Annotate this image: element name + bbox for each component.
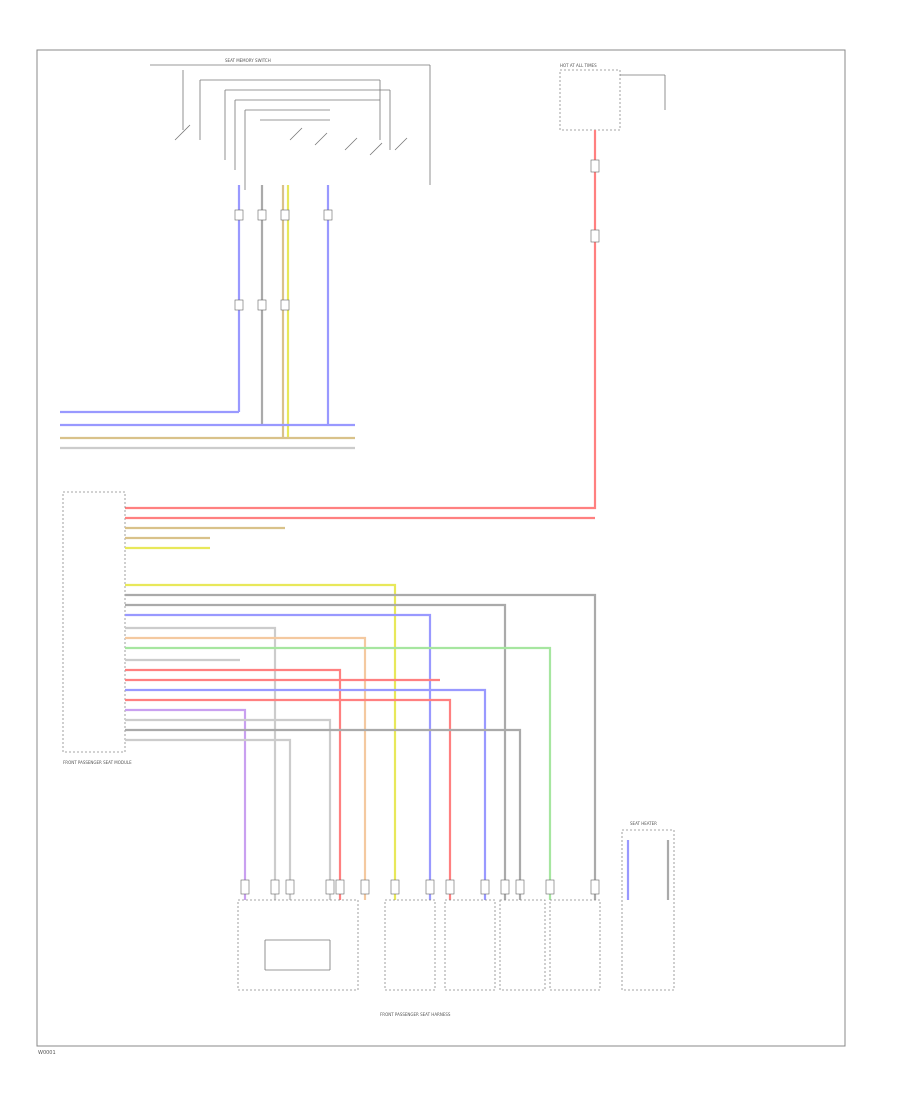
bottom-components: FRONT PASSENGER SEAT HARNESS	[237, 899, 601, 1017]
footer-code: W0001	[38, 1050, 56, 1056]
upper-harness-wires	[237, 185, 330, 438]
diagram-frame	[36, 49, 846, 1047]
module-wires	[125, 516, 597, 900]
harness-caption: FRONT PASSENGER SEAT HARNESS	[380, 1012, 451, 1017]
bottom-connectors	[240, 879, 600, 895]
switch-assembly-caption: SEAT MEMORY SWITCH	[225, 58, 271, 63]
seat-heater: SEAT HEATER	[621, 821, 675, 991]
module-caption: FRONT PASSENGER SEAT MODULE	[63, 760, 132, 765]
fuse-caption: HOT AT ALL TIMES	[560, 63, 597, 68]
fuse-block: HOT AT ALL TIMES	[559, 63, 666, 131]
left-bus-wires	[60, 410, 355, 450]
seat-module: FRONT PASSENGER SEAT MODULE	[62, 491, 132, 765]
seat-switch-assembly: SEAT MEMORY SWITCH	[150, 58, 431, 190]
heater-caption: SEAT HEATER	[630, 821, 657, 826]
upper-connectors	[234, 209, 333, 311]
power-feed-wire	[125, 130, 597, 510]
